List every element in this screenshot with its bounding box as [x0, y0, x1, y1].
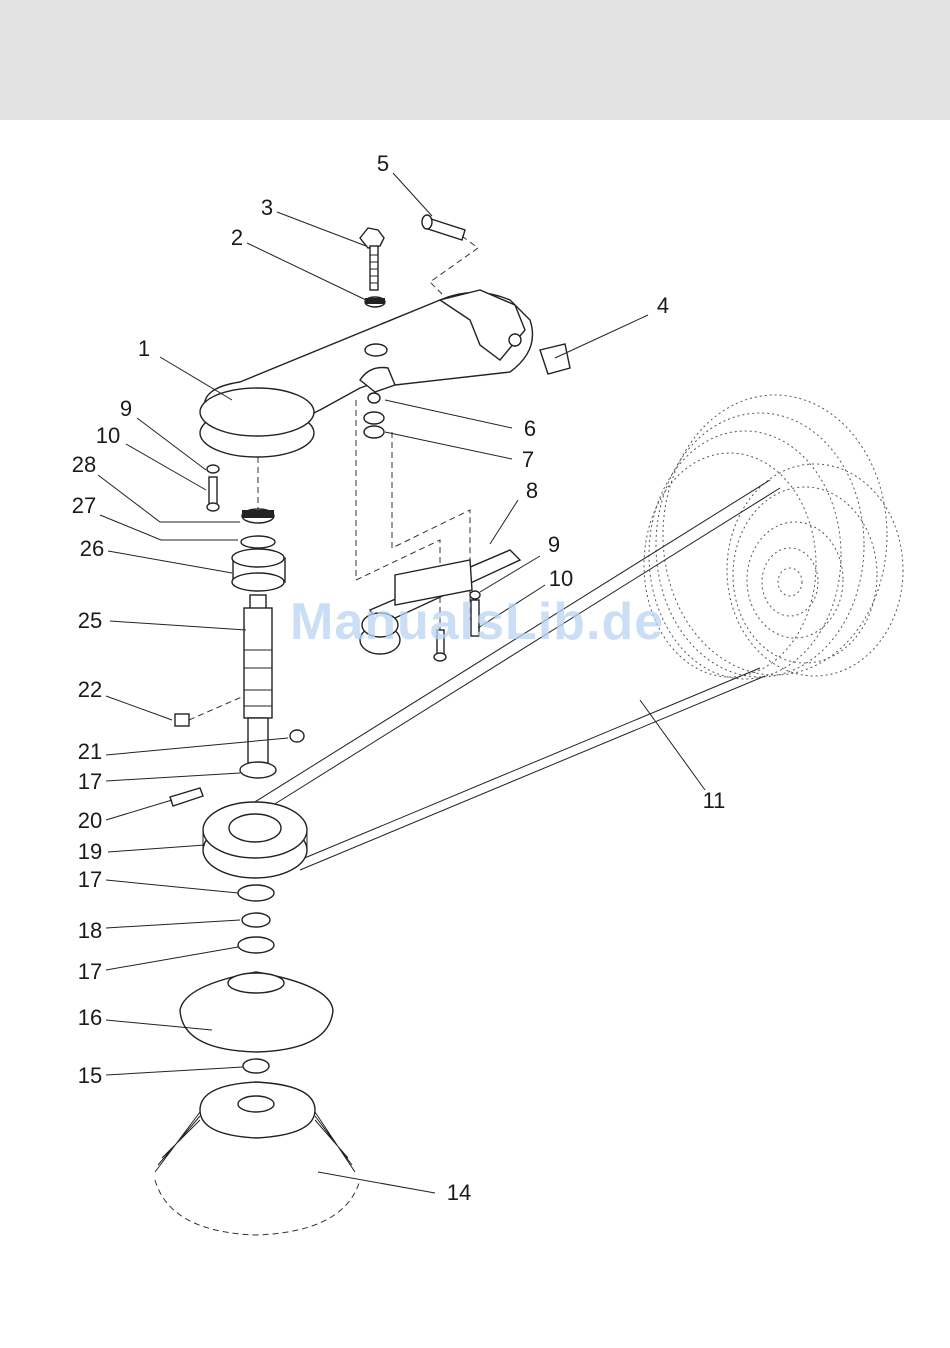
callout-27: 27: [72, 493, 96, 518]
callout-1: 1: [138, 336, 150, 361]
callout-11: 11: [703, 788, 726, 813]
disc-plate: [180, 972, 333, 1052]
callout-10-left: 10: [96, 423, 120, 448]
callout-4: 4: [657, 293, 669, 318]
watermark: ManualsLib.de: [290, 592, 664, 652]
shaft-stack: [170, 509, 304, 806]
engine-pulley: [644, 395, 903, 679]
callout-3: 3: [261, 195, 273, 220]
v-belt: [229, 480, 780, 870]
callout-10-right: 10: [549, 566, 573, 591]
callout-2: 2: [231, 225, 243, 250]
callout-18: 18: [78, 918, 102, 943]
callout-5: 5: [377, 151, 389, 176]
callout-17-a: 17: [78, 769, 102, 794]
callout-16: 16: [78, 1005, 102, 1030]
driven-pulley: [203, 802, 307, 878]
callout-21: 21: [78, 739, 102, 764]
callout-9-left: 9: [120, 396, 132, 421]
callout-7: 7: [522, 447, 534, 472]
callout-19: 19: [78, 839, 102, 864]
callout-26: 26: [80, 536, 104, 561]
clip: [540, 344, 570, 374]
callout-20: 20: [78, 808, 102, 833]
callout-6: 6: [524, 416, 536, 441]
callout-25: 25: [78, 608, 102, 633]
brush-head: [155, 1082, 360, 1235]
pin: [422, 215, 465, 240]
callout-15: 15: [78, 1063, 102, 1088]
callout-28: 28: [72, 452, 96, 477]
callout-22: 22: [78, 677, 102, 702]
callout-9-right: 9: [548, 532, 560, 557]
callout-17-b: 17: [78, 867, 102, 892]
callout-14: 14: [447, 1180, 471, 1205]
callout-17-c: 17: [78, 959, 102, 984]
callout-8: 8: [526, 478, 538, 503]
